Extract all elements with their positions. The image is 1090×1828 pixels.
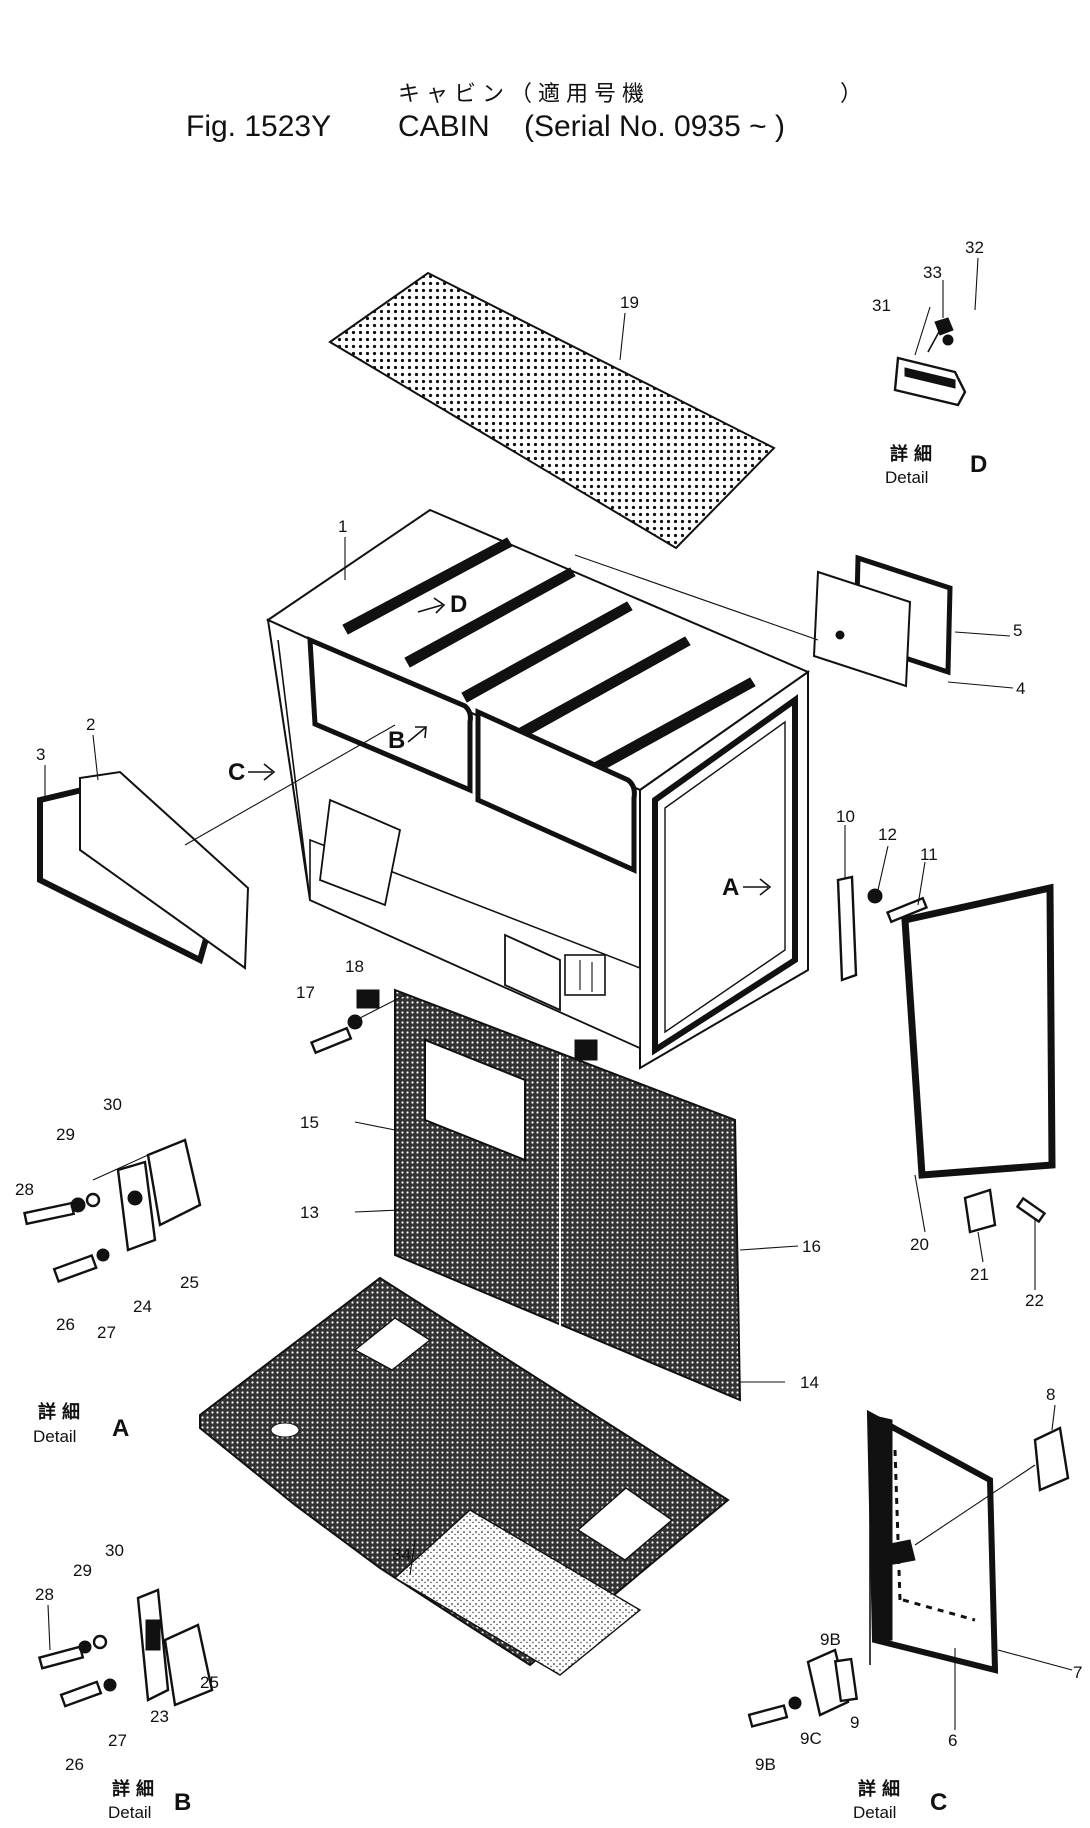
- detail-c-parts: [747, 1409, 1070, 1728]
- callout-4: 4: [1016, 679, 1025, 698]
- view-marker-c: C: [228, 759, 245, 786]
- detail-d-parts: [893, 317, 967, 407]
- callout-9: 9: [850, 1713, 859, 1732]
- roof-mat: [328, 271, 776, 550]
- figure-number: Fig. 1523Y: [186, 110, 331, 143]
- misc-hardware: [309, 875, 1047, 1234]
- callout-18: 18: [345, 957, 364, 976]
- callout-29-detail-a: 29: [56, 1125, 75, 1144]
- title-japanese-close: ）: [840, 81, 868, 106]
- callout-1: 1: [338, 517, 347, 536]
- door-seal: [901, 883, 1056, 1179]
- detail-d-letter: D: [970, 451, 987, 478]
- callout-22: 22: [1025, 1291, 1044, 1310]
- callout-30-detail-a: 30: [103, 1095, 122, 1114]
- callout-9c: 9C: [800, 1729, 822, 1748]
- view-markers: A B C D: [228, 591, 772, 901]
- right-window-assembly: [574, 554, 953, 688]
- callout-7: 7: [1073, 1663, 1082, 1682]
- title-japanese: キャビン（適用号機: [398, 81, 650, 106]
- callout-numbers: 1 2 3 4 5 6 7 8 9 9B 9B 9C 10 11 12 13 1…: [15, 238, 1082, 1774]
- callout-14: 14: [800, 1373, 819, 1392]
- callout-31: 31: [872, 296, 891, 315]
- callout-27-detail-b: 27: [108, 1731, 127, 1750]
- detail-b-parts: [37, 1588, 214, 1708]
- callout-26-detail-b: 26: [65, 1755, 84, 1774]
- callout-8: 8: [1046, 1385, 1055, 1404]
- detail-b-ja: 詳細: [112, 1778, 160, 1799]
- left-window-assembly: [37, 724, 396, 970]
- view-marker-a: A: [722, 874, 739, 901]
- detail-b-letter: B: [174, 1789, 191, 1816]
- callout-33: 33: [923, 263, 942, 282]
- figure-name: CABIN: [398, 110, 490, 143]
- detail-labels: 詳細 Detail D 詳細 Detail A 詳細 Detail B 詳細 D…: [33, 443, 987, 1822]
- rear-panels: [394, 988, 742, 1402]
- callout-30-detail-b: 30: [105, 1541, 124, 1560]
- view-marker-d: D: [450, 591, 467, 618]
- view-marker-b: B: [388, 727, 405, 754]
- detail-a-letter: A: [112, 1415, 129, 1442]
- callout-19: 19: [620, 293, 639, 312]
- detail-d-ja: 詳細: [890, 443, 938, 464]
- callout-27-detail-a: 27: [97, 1323, 116, 1342]
- detail-a-ja: 詳細: [38, 1401, 86, 1422]
- detail-a-parts: [23, 1138, 202, 1283]
- callout-12: 12: [878, 825, 897, 844]
- callout-29-detail-b: 29: [73, 1561, 92, 1580]
- callout-3: 3: [36, 745, 45, 764]
- callout-21: 21: [970, 1265, 989, 1284]
- detail-c-letter: C: [930, 1789, 947, 1816]
- detail-c-en: Detail: [853, 1803, 896, 1822]
- callout-10: 10: [836, 807, 855, 826]
- detail-b-en: Detail: [108, 1803, 151, 1822]
- callout-32: 32: [965, 238, 984, 257]
- callout-25-detail-a: 25: [180, 1273, 199, 1292]
- callout-28-detail-a: 28: [15, 1180, 34, 1199]
- detail-c-ja: 詳細: [858, 1778, 906, 1799]
- callout-9b-bottom: 9B: [755, 1755, 776, 1774]
- cabin-body: [265, 508, 811, 1070]
- callout-5: 5: [1013, 621, 1022, 640]
- detail-d-en: Detail: [885, 468, 928, 487]
- callout-20: 20: [910, 1235, 929, 1254]
- callout-15: 15: [300, 1113, 319, 1132]
- callout-2: 2: [86, 715, 95, 734]
- leader-lines: [44, 257, 1073, 1730]
- callout-25-detail-b: 25: [200, 1673, 219, 1692]
- callout-9b-top: 9B: [820, 1630, 841, 1649]
- serial-range: (Serial No. 0935 ~ ): [524, 110, 785, 143]
- detail-a-en: Detail: [33, 1427, 76, 1446]
- callout-6: 6: [948, 1731, 957, 1750]
- callout-26-detail-a: 26: [56, 1315, 75, 1334]
- callout-16: 16: [802, 1237, 821, 1256]
- callout-23: 23: [150, 1707, 169, 1726]
- callout-17: 17: [296, 983, 315, 1002]
- callout-34: 34: [392, 1545, 411, 1564]
- callout-24: 24: [133, 1297, 152, 1316]
- callout-13: 13: [300, 1203, 319, 1222]
- figure-title: キャビン（適用号機 ） Fig. 1523Y CABIN (Serial No.…: [186, 81, 868, 143]
- callout-28-detail-b: 28: [35, 1585, 54, 1604]
- floor-mat: [199, 1276, 730, 1676]
- callout-11: 11: [920, 845, 938, 864]
